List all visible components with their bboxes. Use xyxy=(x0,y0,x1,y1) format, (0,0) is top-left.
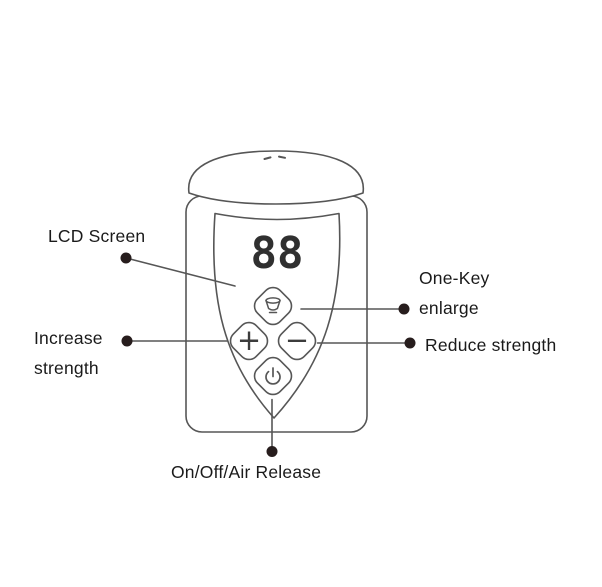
label-one-key-enlarge: One-Key enlarge xyxy=(419,263,489,323)
power-button xyxy=(253,356,293,396)
label-increase-strength: Increase strength xyxy=(34,323,103,383)
callout-dot-one-key xyxy=(398,303,410,315)
plus-icon: + xyxy=(236,323,262,357)
device-cap xyxy=(187,150,365,205)
lcd-display-value: 88 xyxy=(250,228,304,279)
label-on-off-air-release: On/Off/Air Release xyxy=(171,462,322,482)
increase-strength-button xyxy=(229,321,269,361)
funnel-enlarge-icon xyxy=(265,297,281,314)
power-icon xyxy=(265,367,281,385)
control-panel xyxy=(212,212,341,419)
callout-dot-reduce xyxy=(404,337,416,349)
leader-line-lcd xyxy=(129,258,236,287)
callout-dot-lcd xyxy=(120,252,132,264)
label-lcd-screen: LCD Screen xyxy=(48,226,146,246)
label-one-key-line2: enlarge xyxy=(419,298,479,318)
callout-dot-increase xyxy=(121,335,133,347)
callout-dot-on-off xyxy=(266,446,278,457)
label-increase-line1: Increase xyxy=(34,328,103,348)
cap-vent-holes-icon xyxy=(263,155,286,160)
reduce-strength-button xyxy=(277,321,317,361)
label-reduce-strength: Reduce strength xyxy=(425,335,557,355)
label-one-key-line1: One-Key xyxy=(419,268,490,288)
minus-icon: − xyxy=(284,323,310,357)
one-key-enlarge-button xyxy=(253,286,293,326)
label-increase-line2: strength xyxy=(34,358,99,378)
